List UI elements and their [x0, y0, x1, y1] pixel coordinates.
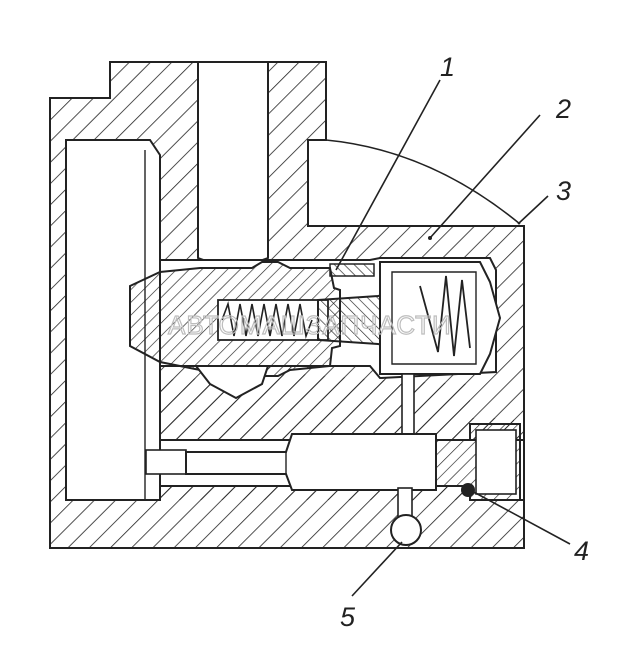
leader-line-3: [517, 195, 549, 225]
callout-2: 2: [555, 94, 571, 124]
drill-channel: [401, 373, 415, 439]
leader-dot-2: [428, 236, 432, 240]
plug-seal: [461, 483, 475, 497]
inner-spring: [221, 301, 313, 339]
leader-line-2: [429, 114, 541, 239]
leader-line-4: [469, 489, 571, 545]
check-ball: [390, 514, 422, 546]
outer-spring: [419, 275, 471, 357]
leader-line-5: [351, 541, 403, 597]
outer-spring-cup-inner: [391, 271, 477, 365]
watermark-text: АВТОМАШЗАПЧАСТИ: [168, 310, 452, 340]
boss-outline: [325, 139, 521, 225]
spool: [185, 433, 437, 491]
callout-3: 3: [556, 176, 571, 206]
vertical-channel: [197, 61, 269, 266]
plug-bore: [475, 429, 517, 495]
callout-4: 4: [574, 536, 589, 566]
callout-1: 1: [440, 52, 455, 82]
callout-5: 5: [340, 602, 356, 632]
drop-valve: [193, 365, 270, 400]
spool-left-stem: [145, 449, 187, 475]
seal-ring: [329, 263, 375, 277]
leader-line-1: [335, 79, 441, 271]
